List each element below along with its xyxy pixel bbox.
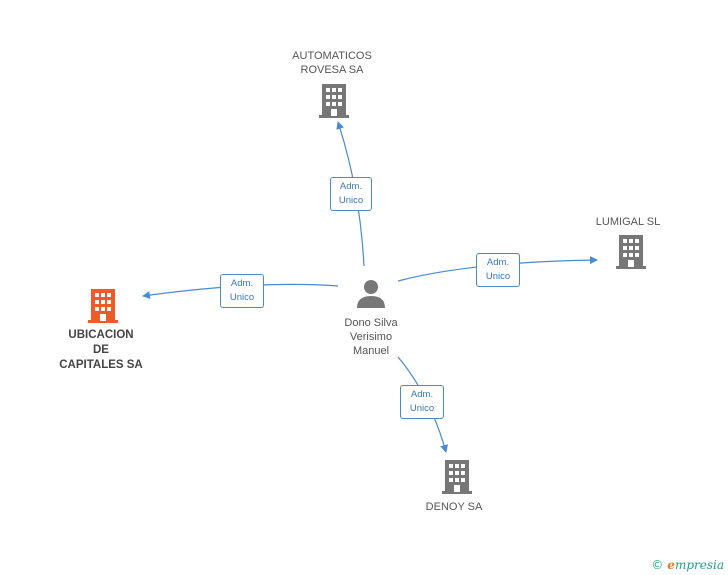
company-label-ubicacion: UBICACION DE CAPITALES SA xyxy=(59,329,143,371)
brand-logo: ©empresia xyxy=(651,558,724,572)
building-icon[interactable] xyxy=(318,84,350,118)
edge-label-line1: Adm. xyxy=(339,181,363,192)
edge-label-line1: Adm. xyxy=(486,257,510,268)
person-icon[interactable] xyxy=(355,278,387,310)
edge-label-line2: Unico xyxy=(409,403,435,414)
edge-label-line1: Adm. xyxy=(230,278,254,289)
edge-label-line2: Unico xyxy=(485,271,511,282)
edge-label-line2: Unico xyxy=(229,292,255,303)
brand-name: mpresia xyxy=(674,558,724,572)
edge-label-ubicacion[interactable]: Adm. Unico xyxy=(220,274,264,308)
company-label-lumigal: LUMIGAL SL xyxy=(595,216,661,228)
brand-initial: e xyxy=(667,558,675,572)
building-icon[interactable] xyxy=(615,235,647,269)
edge-label-line1: Adm. xyxy=(410,389,434,400)
person-label: Dono Silva Verisimo Manuel xyxy=(344,317,398,357)
edge-label-line2: Unico xyxy=(338,195,364,206)
building-icon[interactable] xyxy=(441,460,473,494)
company-label-automaticos: AUTOMATICOS ROVESA SA xyxy=(292,50,372,76)
edge-label-denoy[interactable]: Adm. Unico xyxy=(400,385,444,419)
edge-label-lumigal[interactable]: Adm. Unico xyxy=(476,253,520,287)
company-label-denoy: DENOY SA xyxy=(425,501,483,513)
building-icon[interactable] xyxy=(87,289,119,323)
edge-label-automaticos[interactable]: Adm. Unico xyxy=(330,177,372,211)
copyright-symbol: © xyxy=(651,558,664,572)
